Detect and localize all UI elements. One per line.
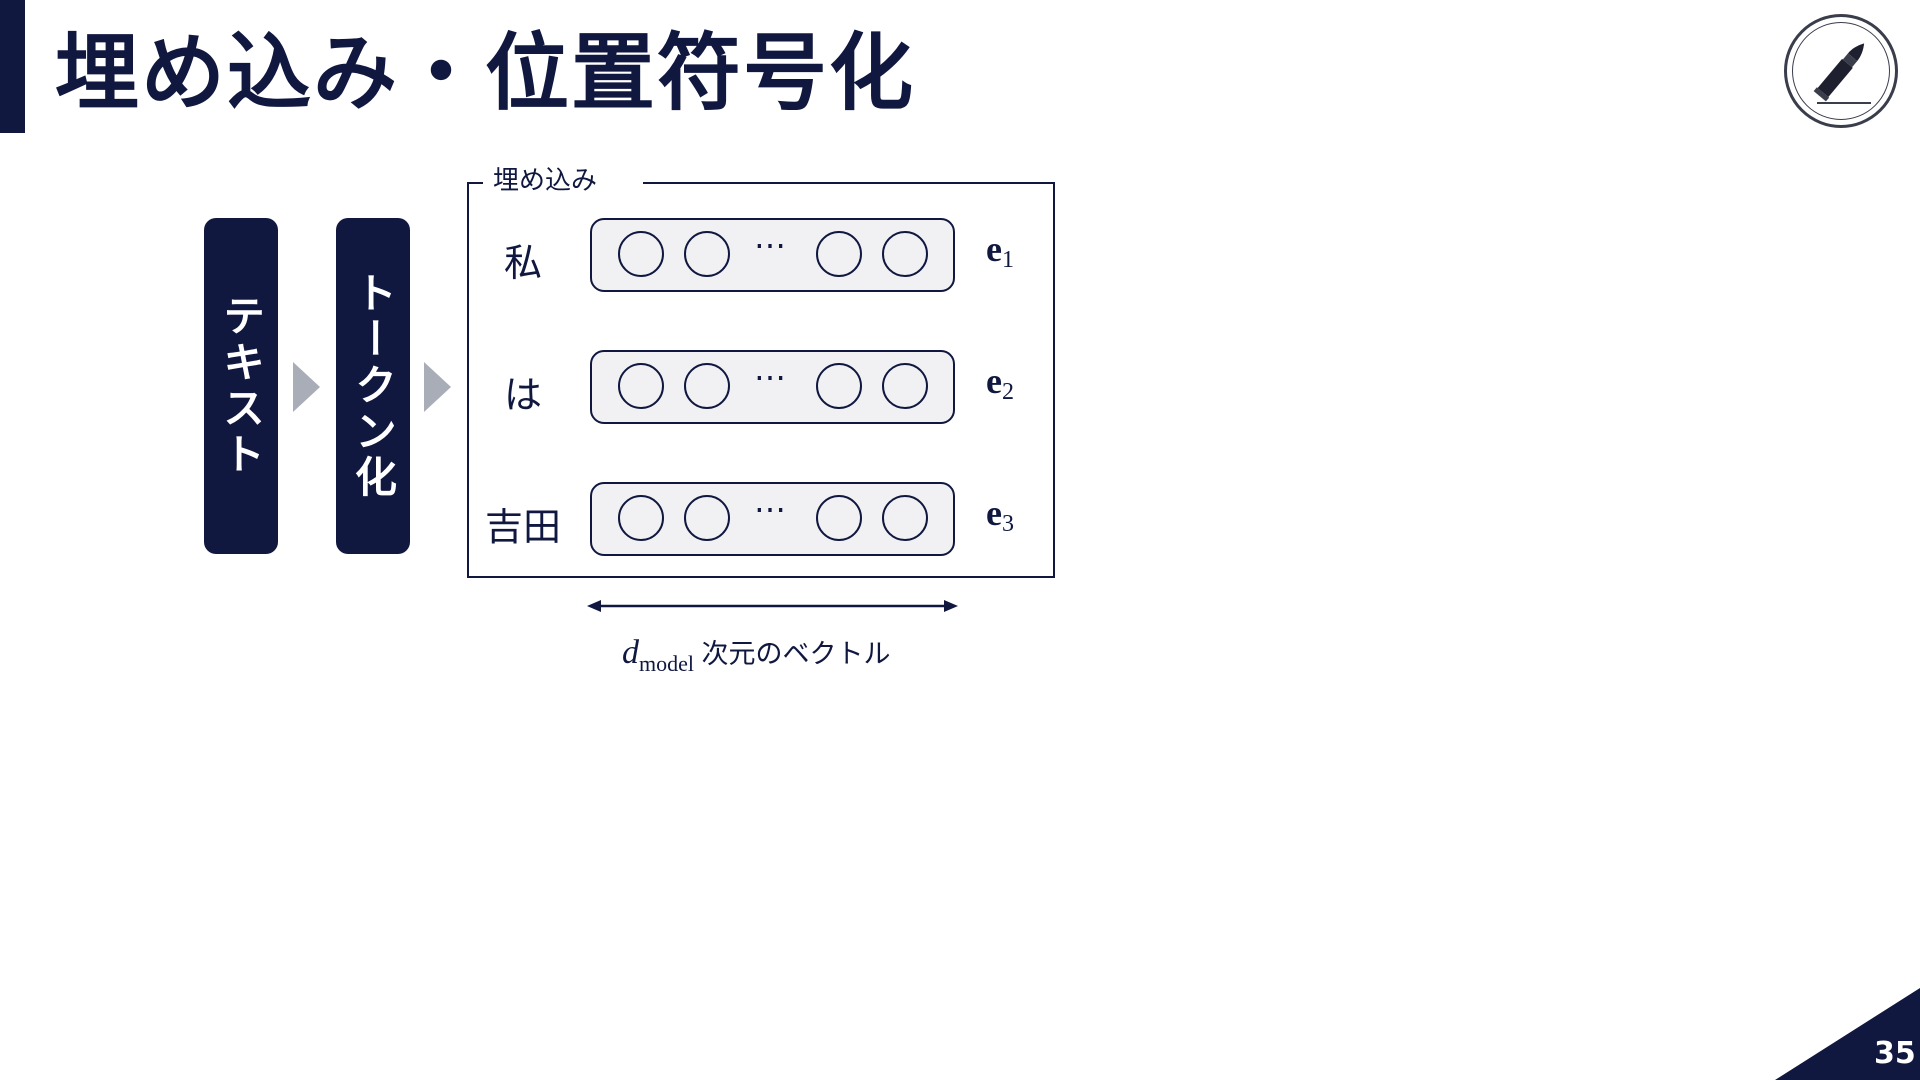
title-accent-bar bbox=[0, 0, 25, 133]
page-corner bbox=[1775, 988, 1920, 1080]
ellipsis: ⋯ bbox=[754, 358, 786, 396]
page-number: 35 bbox=[1874, 1036, 1916, 1071]
dimension-label: dmodel 次元のベクトル bbox=[622, 634, 891, 676]
chevron-right-icon bbox=[293, 362, 320, 412]
embedding-vector: ⋯ bbox=[590, 218, 955, 292]
ellipsis: ⋯ bbox=[754, 226, 786, 264]
vector-label: e1 bbox=[986, 229, 1014, 273]
token-label: 吉田 bbox=[484, 505, 561, 549]
vector-element bbox=[882, 231, 928, 277]
embedding-box bbox=[467, 182, 1055, 578]
vector-element bbox=[618, 363, 664, 409]
embedding-box-label: 埋め込み bbox=[493, 166, 598, 196]
vector-element bbox=[882, 495, 928, 541]
vector-element bbox=[618, 231, 664, 277]
vector-element bbox=[618, 495, 664, 541]
dimension-arrow bbox=[587, 600, 958, 612]
ellipsis: ⋯ bbox=[754, 490, 786, 528]
vector-element bbox=[882, 363, 928, 409]
vector-label: e2 bbox=[986, 361, 1014, 405]
embedding-vector: ⋯ bbox=[590, 350, 955, 424]
page-title: 埋め込み・位置符号化 bbox=[55, 24, 916, 122]
vector-element bbox=[816, 231, 862, 277]
token-label: 私 bbox=[503, 241, 542, 285]
tokenize-step-pill: トークン化 bbox=[336, 218, 410, 554]
logo bbox=[1784, 14, 1898, 128]
bullet-icon bbox=[1813, 43, 1871, 104]
vector-element bbox=[684, 231, 730, 277]
vector-element bbox=[816, 495, 862, 541]
tokenize-step-label: トークン化 bbox=[348, 271, 398, 501]
chevron-right-icon bbox=[424, 362, 451, 412]
text-step-label: テキスト bbox=[216, 294, 266, 478]
token-label: は bbox=[503, 373, 542, 417]
embedding-vector: ⋯ bbox=[590, 482, 955, 556]
vector-element bbox=[816, 363, 862, 409]
text-step-pill: テキスト bbox=[204, 218, 278, 554]
vector-element bbox=[684, 495, 730, 541]
vector-element bbox=[684, 363, 730, 409]
vector-label: e3 bbox=[986, 493, 1014, 537]
